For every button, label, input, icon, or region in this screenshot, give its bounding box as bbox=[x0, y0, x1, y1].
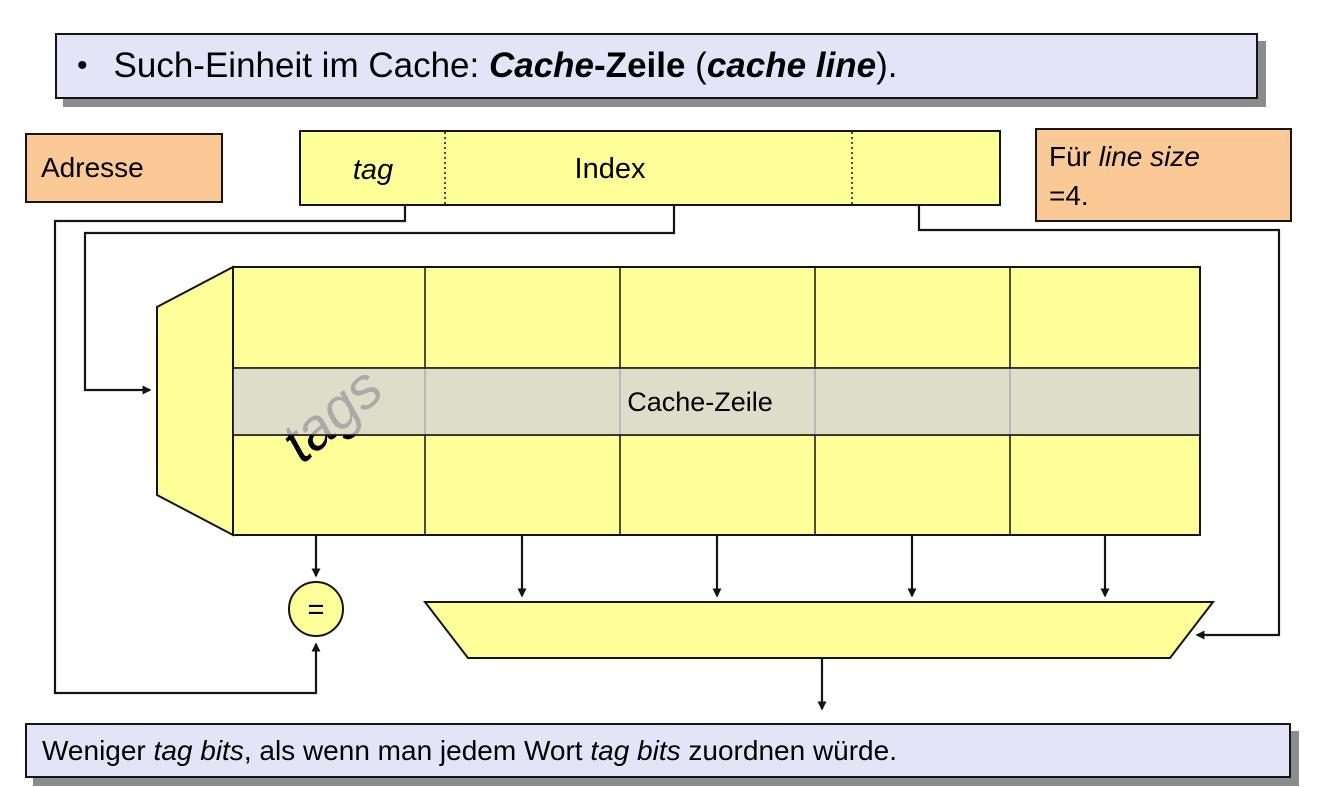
mux-shape bbox=[422, 601, 1216, 659]
comparator-circle bbox=[288, 581, 344, 637]
bullet-icon: • bbox=[77, 49, 88, 82]
address-label-box: Adresse bbox=[25, 133, 223, 203]
register-tag-label: tag bbox=[353, 154, 393, 186]
note-line-2: =4. bbox=[1049, 179, 1089, 211]
note-line-1: Für line size bbox=[1049, 141, 1200, 172]
decoder-shape bbox=[156, 265, 234, 537]
wire-offset-to-mux bbox=[917, 205, 1281, 640]
cache-line-label: Cache-Zeile bbox=[627, 387, 773, 417]
wire-index-to-decoder bbox=[83, 205, 676, 395]
register-index-label: Index bbox=[575, 153, 646, 185]
wire-tag-to-comparator bbox=[53, 205, 407, 695]
address-label-text: Adresse bbox=[41, 152, 144, 183]
title-banner: • Such-Einheit im Cache: Cache-Zeile (ca… bbox=[55, 33, 1258, 99]
address-register bbox=[299, 130, 1001, 206]
comparator-symbol: = bbox=[308, 594, 325, 626]
line-size-note-box: Für line size =4. bbox=[1035, 128, 1292, 222]
cache-line-highlight bbox=[232, 367, 1201, 436]
footnote-banner: Weniger tag bits, als wenn man jedem Wor… bbox=[25, 723, 1291, 778]
title-text: Such-Einheit im Cache: Cache-Zeile (cach… bbox=[113, 46, 898, 85]
footnote-text: Weniger tag bits, als wenn man jedem Wor… bbox=[42, 734, 897, 766]
